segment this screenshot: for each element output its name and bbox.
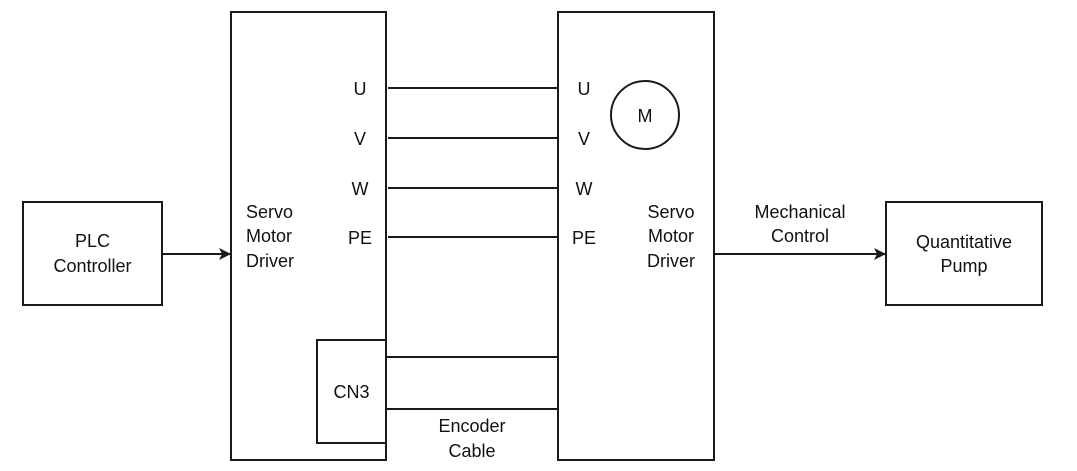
encoder-cable-label-line2: Cable: [448, 441, 495, 461]
left-driver-label-line3: Driver: [246, 251, 294, 271]
mechanical-control-label-line2: Control: [771, 226, 829, 246]
left-port-pe: PE: [348, 228, 372, 248]
plc-controller-label-line1: PLC: [75, 231, 110, 251]
left-port-u: U: [354, 79, 367, 99]
encoder-cable-label-line1: Encoder: [438, 416, 505, 436]
plc-controller-box: [22, 201, 163, 306]
right-servo-driver-block: U V W PE M Servo Motor Driver: [557, 11, 715, 461]
left-driver-label-line1: Servo: [246, 202, 293, 222]
right-port-v: V: [578, 129, 590, 149]
cn3-connector-label: CN3: [333, 382, 369, 402]
plc-controller-label-line2: Controller: [53, 256, 131, 276]
quantitative-pump-block: Quantitative Pump: [885, 201, 1043, 306]
pump-label-line2: Pump: [940, 256, 987, 276]
pump-label-line1: Quantitative: [916, 232, 1012, 252]
right-driver-label-line3: Driver: [647, 251, 695, 271]
right-port-w: W: [576, 179, 593, 199]
left-driver-label-line2: Motor: [246, 226, 292, 246]
right-port-pe: PE: [572, 228, 596, 248]
cn3-connector-box: [316, 339, 387, 444]
right-driver-label-line2: Motor: [648, 226, 694, 246]
plc-controller-block: PLC Controller: [22, 201, 163, 306]
left-port-v: V: [354, 129, 366, 149]
left-servo-driver-block: Servo Motor Driver U V W PE CN3: [230, 11, 387, 461]
motor-icon: [610, 80, 680, 150]
right-port-u: U: [578, 79, 591, 99]
left-port-w: W: [352, 179, 369, 199]
mechanical-control-label-line1: Mechanical: [754, 202, 845, 222]
motor-symbol-label: M: [638, 106, 653, 126]
quantitative-pump-box: [885, 201, 1043, 306]
right-driver-label-line1: Servo: [647, 202, 694, 222]
